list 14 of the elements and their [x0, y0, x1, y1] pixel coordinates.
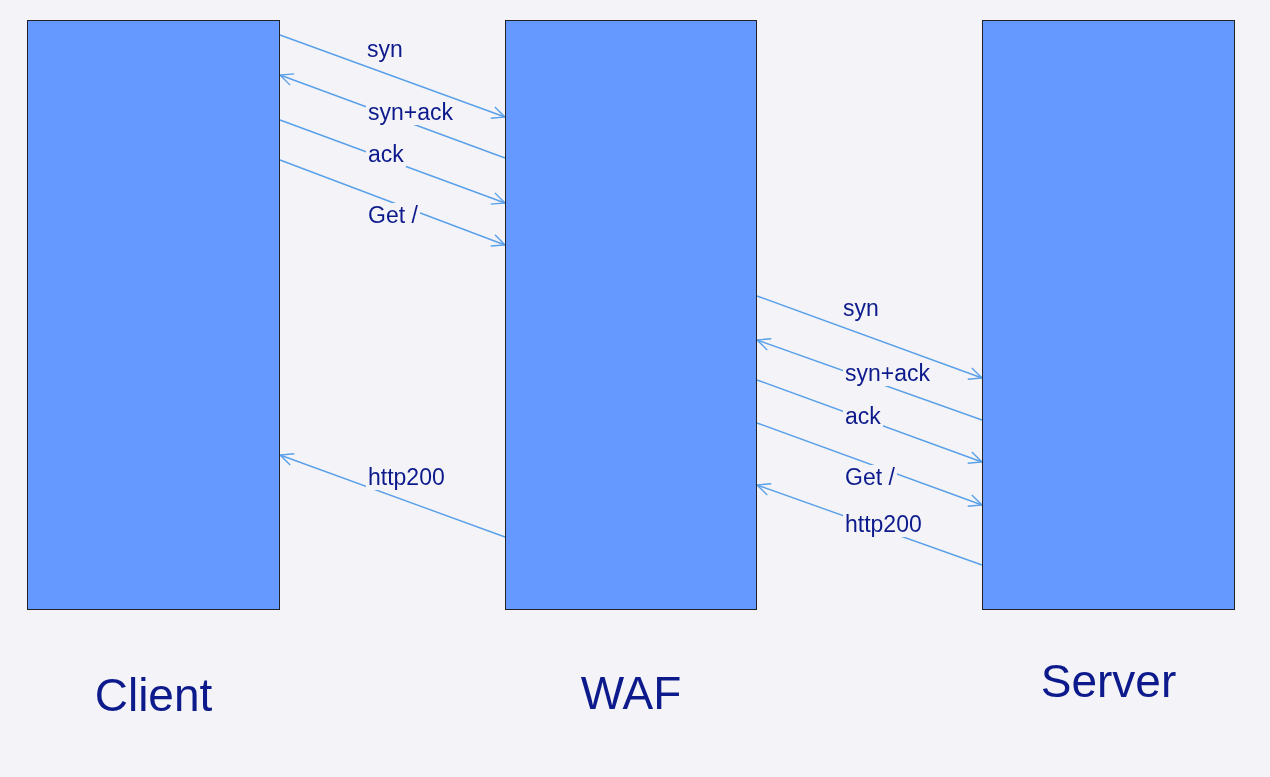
edge-label: syn+ack [366, 100, 455, 126]
participant-label: WAF [580, 666, 682, 720]
edge-label: ack [843, 404, 883, 430]
message-arrow [279, 159, 506, 247]
message-arrow [279, 453, 506, 538]
participant-label: Client [94, 668, 213, 722]
edge-label: http200 [843, 512, 924, 538]
message-arrow [756, 295, 983, 380]
participant-label: Server [1040, 654, 1177, 708]
edge-label: syn+ack [843, 361, 932, 387]
edge-label: http200 [366, 465, 447, 491]
edge-label: ack [366, 142, 406, 168]
message-arrow [279, 34, 506, 119]
message-arrow [756, 422, 983, 507]
